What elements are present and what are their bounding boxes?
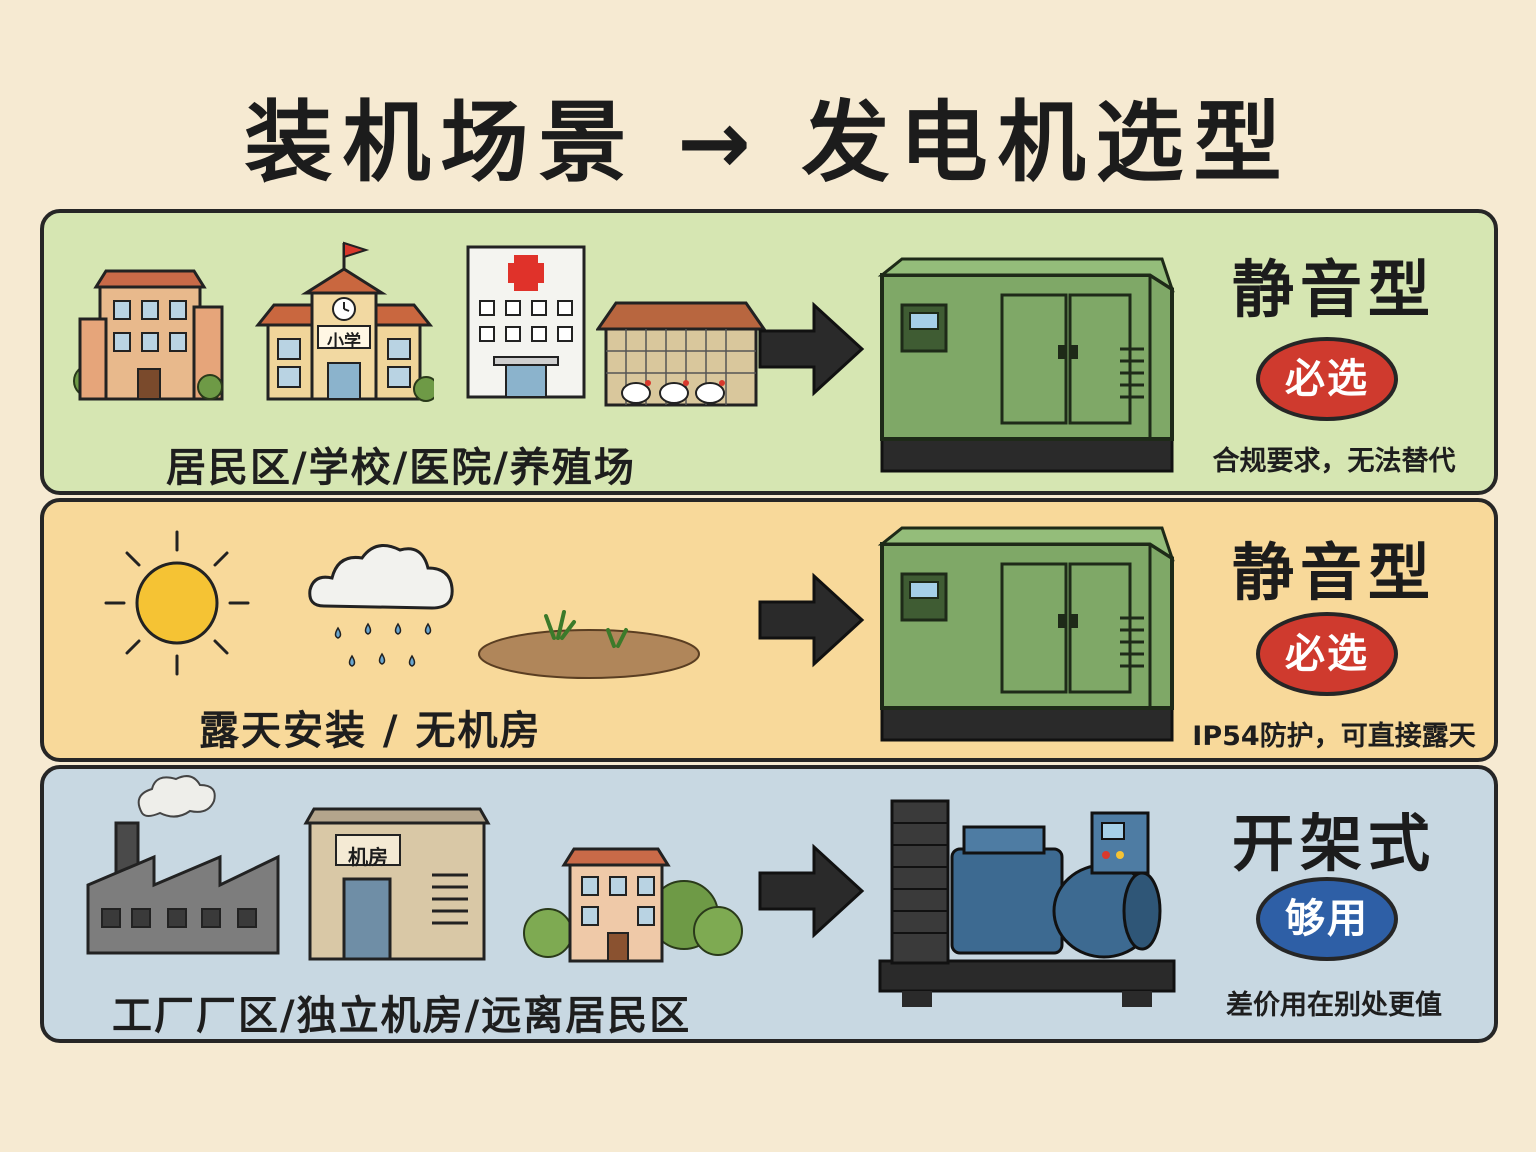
recommendation-note: 合规要求，无法替代 — [1212, 446, 1456, 477]
recommendation: 开架式 够用 差价用在别处更值 — [1184, 769, 1484, 1039]
scene-caption: 工厂厂区/独立机房/远离居民区 — [112, 993, 692, 1039]
machine-room-icon — [303, 807, 491, 961]
open-frame-generator-icon — [878, 799, 1176, 1007]
recommendation: 静音型 必选 IP54防护，可直接露天 — [1184, 502, 1484, 758]
machine-room-sign-label: 机房 — [348, 845, 388, 869]
chicken-farm-icon — [596, 301, 766, 407]
house-icon — [523, 847, 743, 963]
scene-caption: 露天安装 / 无机房 — [199, 708, 542, 754]
scene-illustration: 小学 居民区/学校/医院/养殖场 — [44, 213, 784, 491]
recommendation: 静音型 必选 合规要求，无法替代 — [1184, 213, 1484, 491]
school-icon — [254, 241, 434, 402]
scenario-panel-residential: 小学 居民区/学校/医院/养殖场 — [40, 209, 1498, 495]
scenario-panel-industrial: 机房 工厂厂区/独立机房/远离居民区 开架式 够用 差价用在别处更值 — [40, 765, 1498, 1043]
rain-cloud-icon — [308, 544, 454, 667]
recommendation-note: 差价用在别处更值 — [1226, 990, 1442, 1021]
sufficient-badge: 够用 — [1256, 877, 1398, 961]
scene-caption: 居民区/学校/医院/养殖场 — [166, 445, 636, 491]
generator-type-label: 开架式 — [1231, 807, 1436, 880]
school-sign-label: 小学 — [327, 332, 361, 352]
scene-illustration: 露天安装 / 无机房 — [44, 502, 784, 758]
factory-icon — [86, 775, 280, 955]
scenario-panel-outdoor: 露天安装 / 无机房 静音型 必选 IP54防护，可直接露天 — [40, 498, 1498, 762]
generator-type-label: 静音型 — [1231, 253, 1436, 326]
arrow-right-icon — [758, 301, 865, 397]
sun-icon — [104, 530, 250, 676]
silent-generator-icon — [877, 526, 1175, 742]
hospital-icon — [466, 245, 586, 399]
arrow-right-icon — [758, 843, 865, 939]
apartment-building-icon — [73, 269, 224, 401]
recommendation-note: IP54防护，可直接露天 — [1192, 721, 1476, 752]
required-badge: 必选 — [1256, 612, 1398, 696]
scene-illustration: 机房 工厂厂区/独立机房/远离居民区 — [44, 769, 784, 1039]
silent-generator-icon — [877, 257, 1175, 473]
required-badge: 必选 — [1256, 337, 1398, 421]
arrow-right-icon — [758, 572, 865, 668]
soil-ground-icon — [478, 610, 700, 679]
generator-type-label: 静音型 — [1231, 536, 1436, 609]
page-title: 装机场景 → 发电机选型 — [244, 91, 1292, 194]
